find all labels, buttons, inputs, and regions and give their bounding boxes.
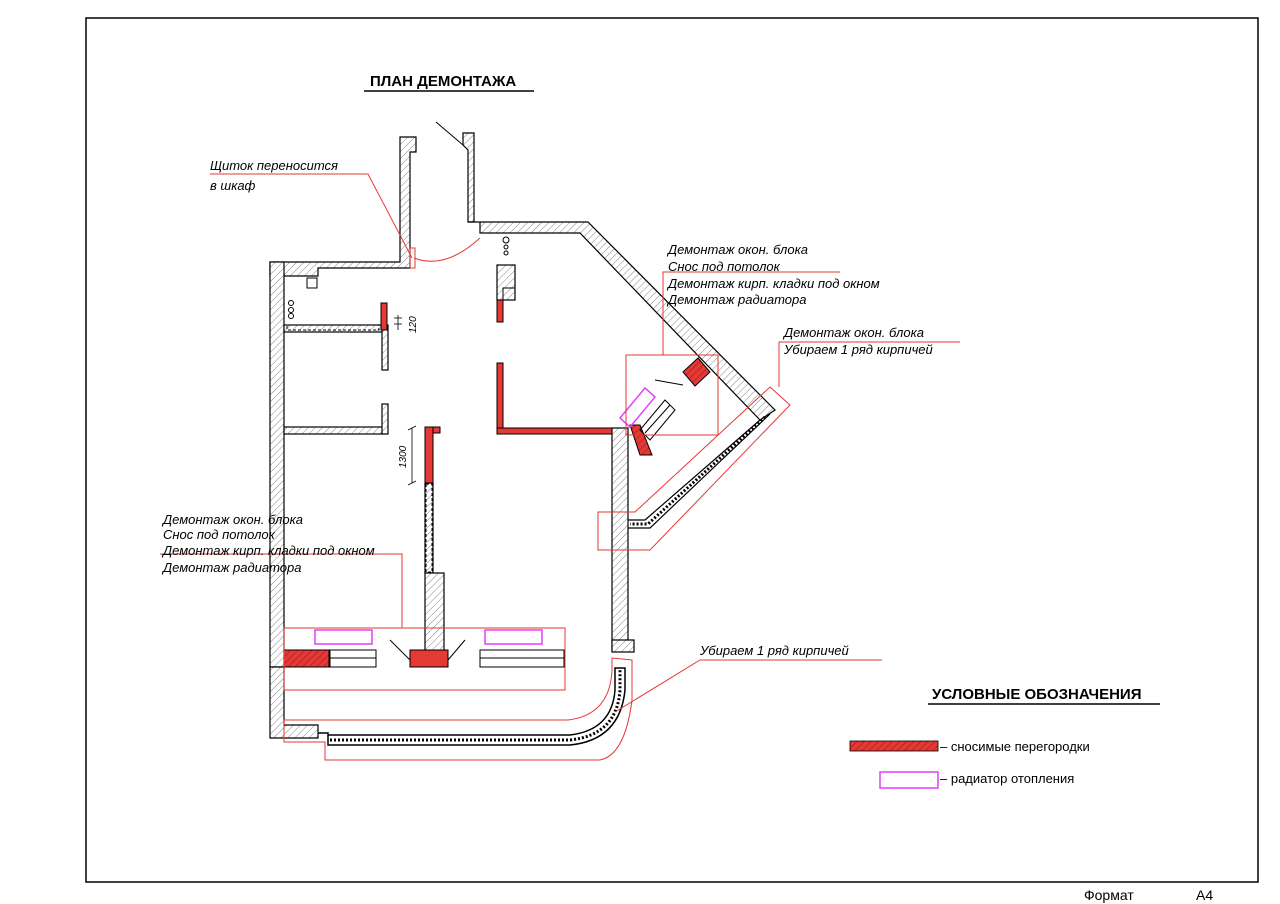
drawing-frame [85, 17, 1259, 883]
note-window-left-line1: Демонтаж окон. блока [161, 512, 303, 527]
leader-lines [160, 173, 960, 761]
note-window-right-line4: Демонтаж радиатора [666, 292, 806, 307]
brick-walls [286, 324, 433, 573]
window-blocks [329, 399, 676, 668]
note-window-left-line4: Демонтаж радиатора [161, 560, 301, 575]
radiators [314, 386, 657, 645]
entrance-door [409, 237, 481, 269]
dimension-1300 [407, 425, 417, 486]
fixtures [288, 236, 684, 386]
corner-bay-wall [628, 413, 771, 529]
note-window-left-line3: Демонтаж кирп. кладки под окном [161, 543, 375, 558]
note-window-corner-line1: Демонтаж окон. блока [782, 325, 924, 340]
note-window-right-line3: Демонтаж кирп. кладки под окном [666, 276, 880, 291]
legend-title: УСЛОВНЫЕ ОБОЗНАЧЕНИЯ [932, 686, 1141, 703]
legend-demolish-label: – сносимые перегородки [940, 739, 1090, 754]
format-label: Формат [1084, 887, 1134, 903]
dimension-120-label: 120 [408, 316, 419, 333]
outer-walls [269, 132, 776, 739]
note-panel-line2: в шкаф [210, 178, 256, 193]
note-window-corner-line2: Убираем 1 ряд кирпичей [783, 342, 933, 357]
note-window-left-line2: Снос под потолок [163, 527, 276, 542]
legend-radiator-label: – радиатор отопления [940, 771, 1074, 786]
note-bricks-bottom: Убираем 1 ряд кирпичей [699, 643, 849, 658]
door-leaf [435, 121, 464, 146]
format-value: A4 [1196, 887, 1213, 903]
note-window-right-line2: Снос под потолок [668, 259, 781, 274]
note-window-right-line1: Демонтаж окон. блока [666, 242, 808, 257]
dimension-120 [394, 315, 402, 330]
plan-title: ПЛАН ДЕМОНТАЖА [370, 73, 516, 90]
note-panel-line1: Щиток переносится [210, 158, 338, 173]
legend-demolish-swatch [849, 740, 939, 752]
bottom-bay-wall [318, 667, 626, 746]
dimension-1300-label: 1300 [398, 445, 409, 468]
legend-radiator-swatch [879, 771, 939, 789]
